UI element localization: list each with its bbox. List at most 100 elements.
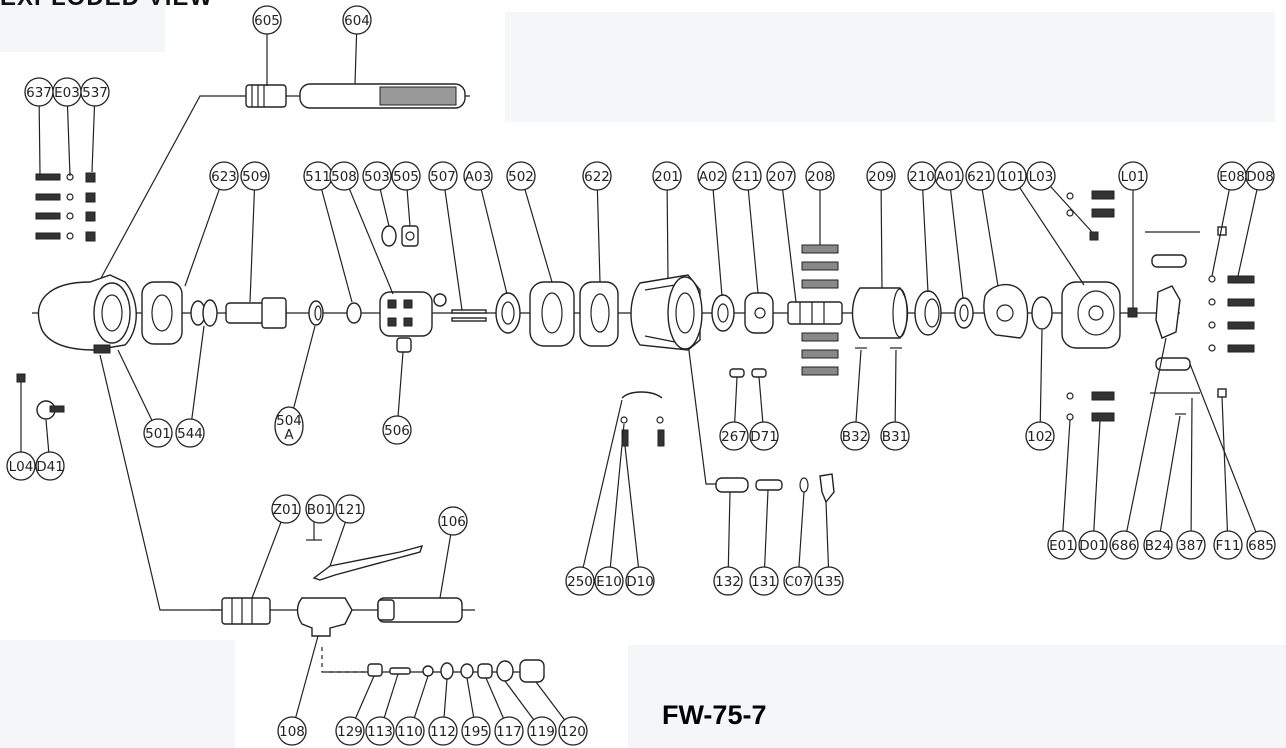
callout-bubble-b31: B31 <box>880 421 910 451</box>
callout-bubble-506: 506 <box>382 415 412 445</box>
callout-label: 211 <box>734 169 760 185</box>
callout-label: 623 <box>211 169 237 185</box>
callout-bubble-f11: F11 <box>1213 530 1243 560</box>
callout-bubble-e03: E03 <box>52 77 82 107</box>
part-604-hose <box>299 83 466 109</box>
callout-leader-line <box>1190 397 1193 532</box>
callout-label: B24 <box>1145 538 1171 554</box>
callout-leader-line <box>747 189 759 294</box>
callout-label: 121 <box>337 502 363 518</box>
callout-leader-line <box>1189 363 1257 533</box>
callout-leader-line <box>666 189 669 279</box>
callout-label: D10 <box>626 574 654 590</box>
callout-leader-line <box>117 349 153 421</box>
part-106-bushing <box>377 597 463 623</box>
part-209-sleeve <box>851 287 909 339</box>
part-505-pin <box>401 225 419 247</box>
callout-label: 503 <box>364 169 390 185</box>
callout-label: E03 <box>54 85 80 101</box>
callout-leader-line <box>1062 419 1071 532</box>
part-686-plate <box>1155 285 1181 339</box>
callout-leader-line <box>764 489 769 568</box>
callout-leader-line <box>45 419 50 453</box>
callout-label: D08 <box>1246 169 1274 185</box>
callout-bubble-d08: D08 <box>1245 161 1275 191</box>
callout-label: 544 <box>177 426 203 442</box>
callout-bubble-b01: B01 <box>305 494 335 524</box>
callout-bubble-686: 686 <box>1109 530 1139 560</box>
callout-label: 250 <box>567 574 593 590</box>
callout-bubble-267: 267 <box>719 421 749 451</box>
callout-label: 605 <box>254 13 280 29</box>
callout-bubble-120: 120 <box>558 716 588 746</box>
callout-bubble-d10: D10 <box>625 566 655 596</box>
guide-line <box>321 647 370 673</box>
callout-label: 102 <box>1027 429 1053 445</box>
callout-bubble-112: 112 <box>428 716 458 746</box>
callout-bubble-106: 106 <box>438 506 468 536</box>
callout-leader-line <box>66 105 71 177</box>
callout-leader-line <box>535 681 566 721</box>
part-A01-bearing <box>954 297 974 329</box>
callout-label: A02 <box>699 169 725 185</box>
callout-leader-line <box>406 189 411 227</box>
callout-label: B32 <box>842 429 868 445</box>
callout-bubble-d01: D01 <box>1078 530 1108 560</box>
callout-leader-line <box>609 423 625 568</box>
guide-line <box>99 95 240 281</box>
callout-leader-line <box>1237 189 1258 277</box>
callout-leader-line <box>949 189 964 299</box>
callout-label: C07 <box>785 574 812 590</box>
part-C07-oring <box>799 477 809 493</box>
callout-bubble-508: 508 <box>329 161 359 191</box>
callout-leader-line <box>524 189 553 283</box>
page-header: EXPLODED VIEW <box>0 0 213 12</box>
background-panel <box>505 12 1275 122</box>
part-250-spring <box>621 391 663 399</box>
callout-bubble-503: 503 <box>362 161 392 191</box>
callout-bubble-z01: Z01 <box>271 494 301 524</box>
callout-bubble-201: 201 <box>652 161 682 191</box>
callout-label: L01 <box>1121 169 1146 185</box>
part-637-screws <box>35 172 96 242</box>
callout-label: D01 <box>1079 538 1107 554</box>
callout-leader-line <box>329 522 346 567</box>
callout-leader-line <box>727 491 731 568</box>
part-506-pin <box>396 337 412 353</box>
callout-bubble-685: 685 <box>1246 530 1276 560</box>
background-panel <box>0 0 165 52</box>
callout-leader-line <box>894 349 897 423</box>
part-211-endplate <box>744 292 774 334</box>
callout-bubble-505: 505 <box>391 161 421 191</box>
callout-bubble-387: 387 <box>1176 530 1206 560</box>
callout-label: 210 <box>909 169 935 185</box>
callout-bubble-119: 119 <box>527 716 557 746</box>
part-bolt-long <box>1145 226 1227 236</box>
callout-label: 506 <box>384 423 410 439</box>
callout-label: 110 <box>397 724 423 740</box>
part-108-inlet-body <box>296 597 353 637</box>
part-D41-washer <box>36 400 65 420</box>
callout-label: 622 <box>584 169 610 185</box>
part-132-bushing <box>715 477 749 493</box>
callout-bubble-101: 101 <box>997 161 1027 191</box>
callout-leader-line <box>379 189 390 227</box>
callout-leader-line <box>184 188 220 287</box>
callout-bubble-501: 501 <box>143 418 173 448</box>
callout-bubble-507: 507 <box>428 161 458 191</box>
callout-bubble-102: 102 <box>1025 421 1055 451</box>
callout-label: Z01 <box>273 502 299 518</box>
callout-label: 132 <box>715 574 741 590</box>
callout-label: 686 <box>1111 538 1137 554</box>
callout-leader-line <box>485 677 504 719</box>
callout-bubble-113: 113 <box>365 716 395 746</box>
part-A03-bearing <box>495 292 521 334</box>
part-E08-D08-screws <box>1208 275 1255 353</box>
part-101-front-housing <box>1061 281 1121 349</box>
callout-label: 267 <box>721 429 747 445</box>
callout-label: 685 <box>1248 538 1274 554</box>
callout-bubble-121: 121 <box>335 494 365 524</box>
callout-label: 106 <box>440 514 466 530</box>
part-201-cylinder <box>630 274 703 351</box>
part-129-113-valve-parts <box>367 663 411 677</box>
